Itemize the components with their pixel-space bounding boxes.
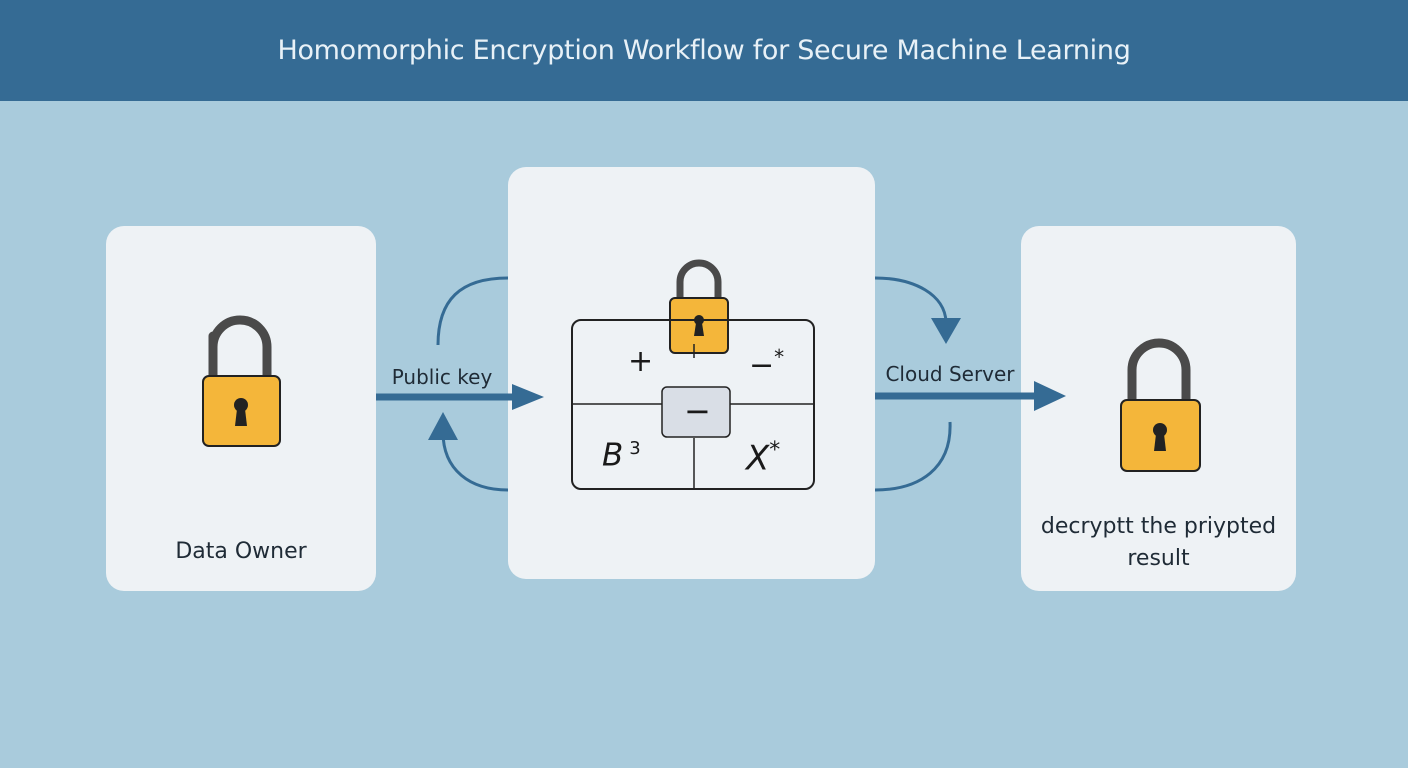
diagram-title: Homomorphic Encryption Workflow for Secu…	[277, 35, 1131, 66]
result-lock-icon	[1120, 338, 1201, 472]
public-key-label: Public key	[391, 365, 493, 389]
operations-grid	[571, 319, 815, 490]
b-symbol: B	[602, 437, 624, 474]
data-owner-lock-icon	[202, 315, 281, 447]
plus-operator: +	[628, 344, 654, 379]
left-loop-arrow	[428, 276, 509, 492]
minus-superscript: *	[774, 345, 785, 369]
computation-lock-icon	[669, 259, 729, 354]
x-superscript: *	[769, 438, 781, 463]
result-label-line2: result	[1127, 546, 1190, 571]
x-star-term: X*	[746, 438, 781, 479]
result-label-line1: decryptt the priypted	[1040, 514, 1277, 539]
b-superscript: 3	[629, 438, 641, 459]
cloud-server-arrow	[875, 381, 1066, 411]
result-label: decryptt the priypted result	[1021, 511, 1296, 575]
minus-star-operator: −*	[749, 347, 784, 381]
cloud-server-label: Cloud Server	[885, 362, 1015, 386]
data-owner-label: Data Owner	[175, 539, 307, 564]
center-minus-operator: −	[684, 392, 711, 430]
public-key-arrow	[376, 384, 544, 410]
header-bar: Homomorphic Encryption Workflow for Secu…	[0, 0, 1408, 101]
minus-symbol: −	[749, 348, 775, 383]
x-symbol: X	[746, 438, 770, 479]
right-loop-arrow	[874, 276, 961, 492]
